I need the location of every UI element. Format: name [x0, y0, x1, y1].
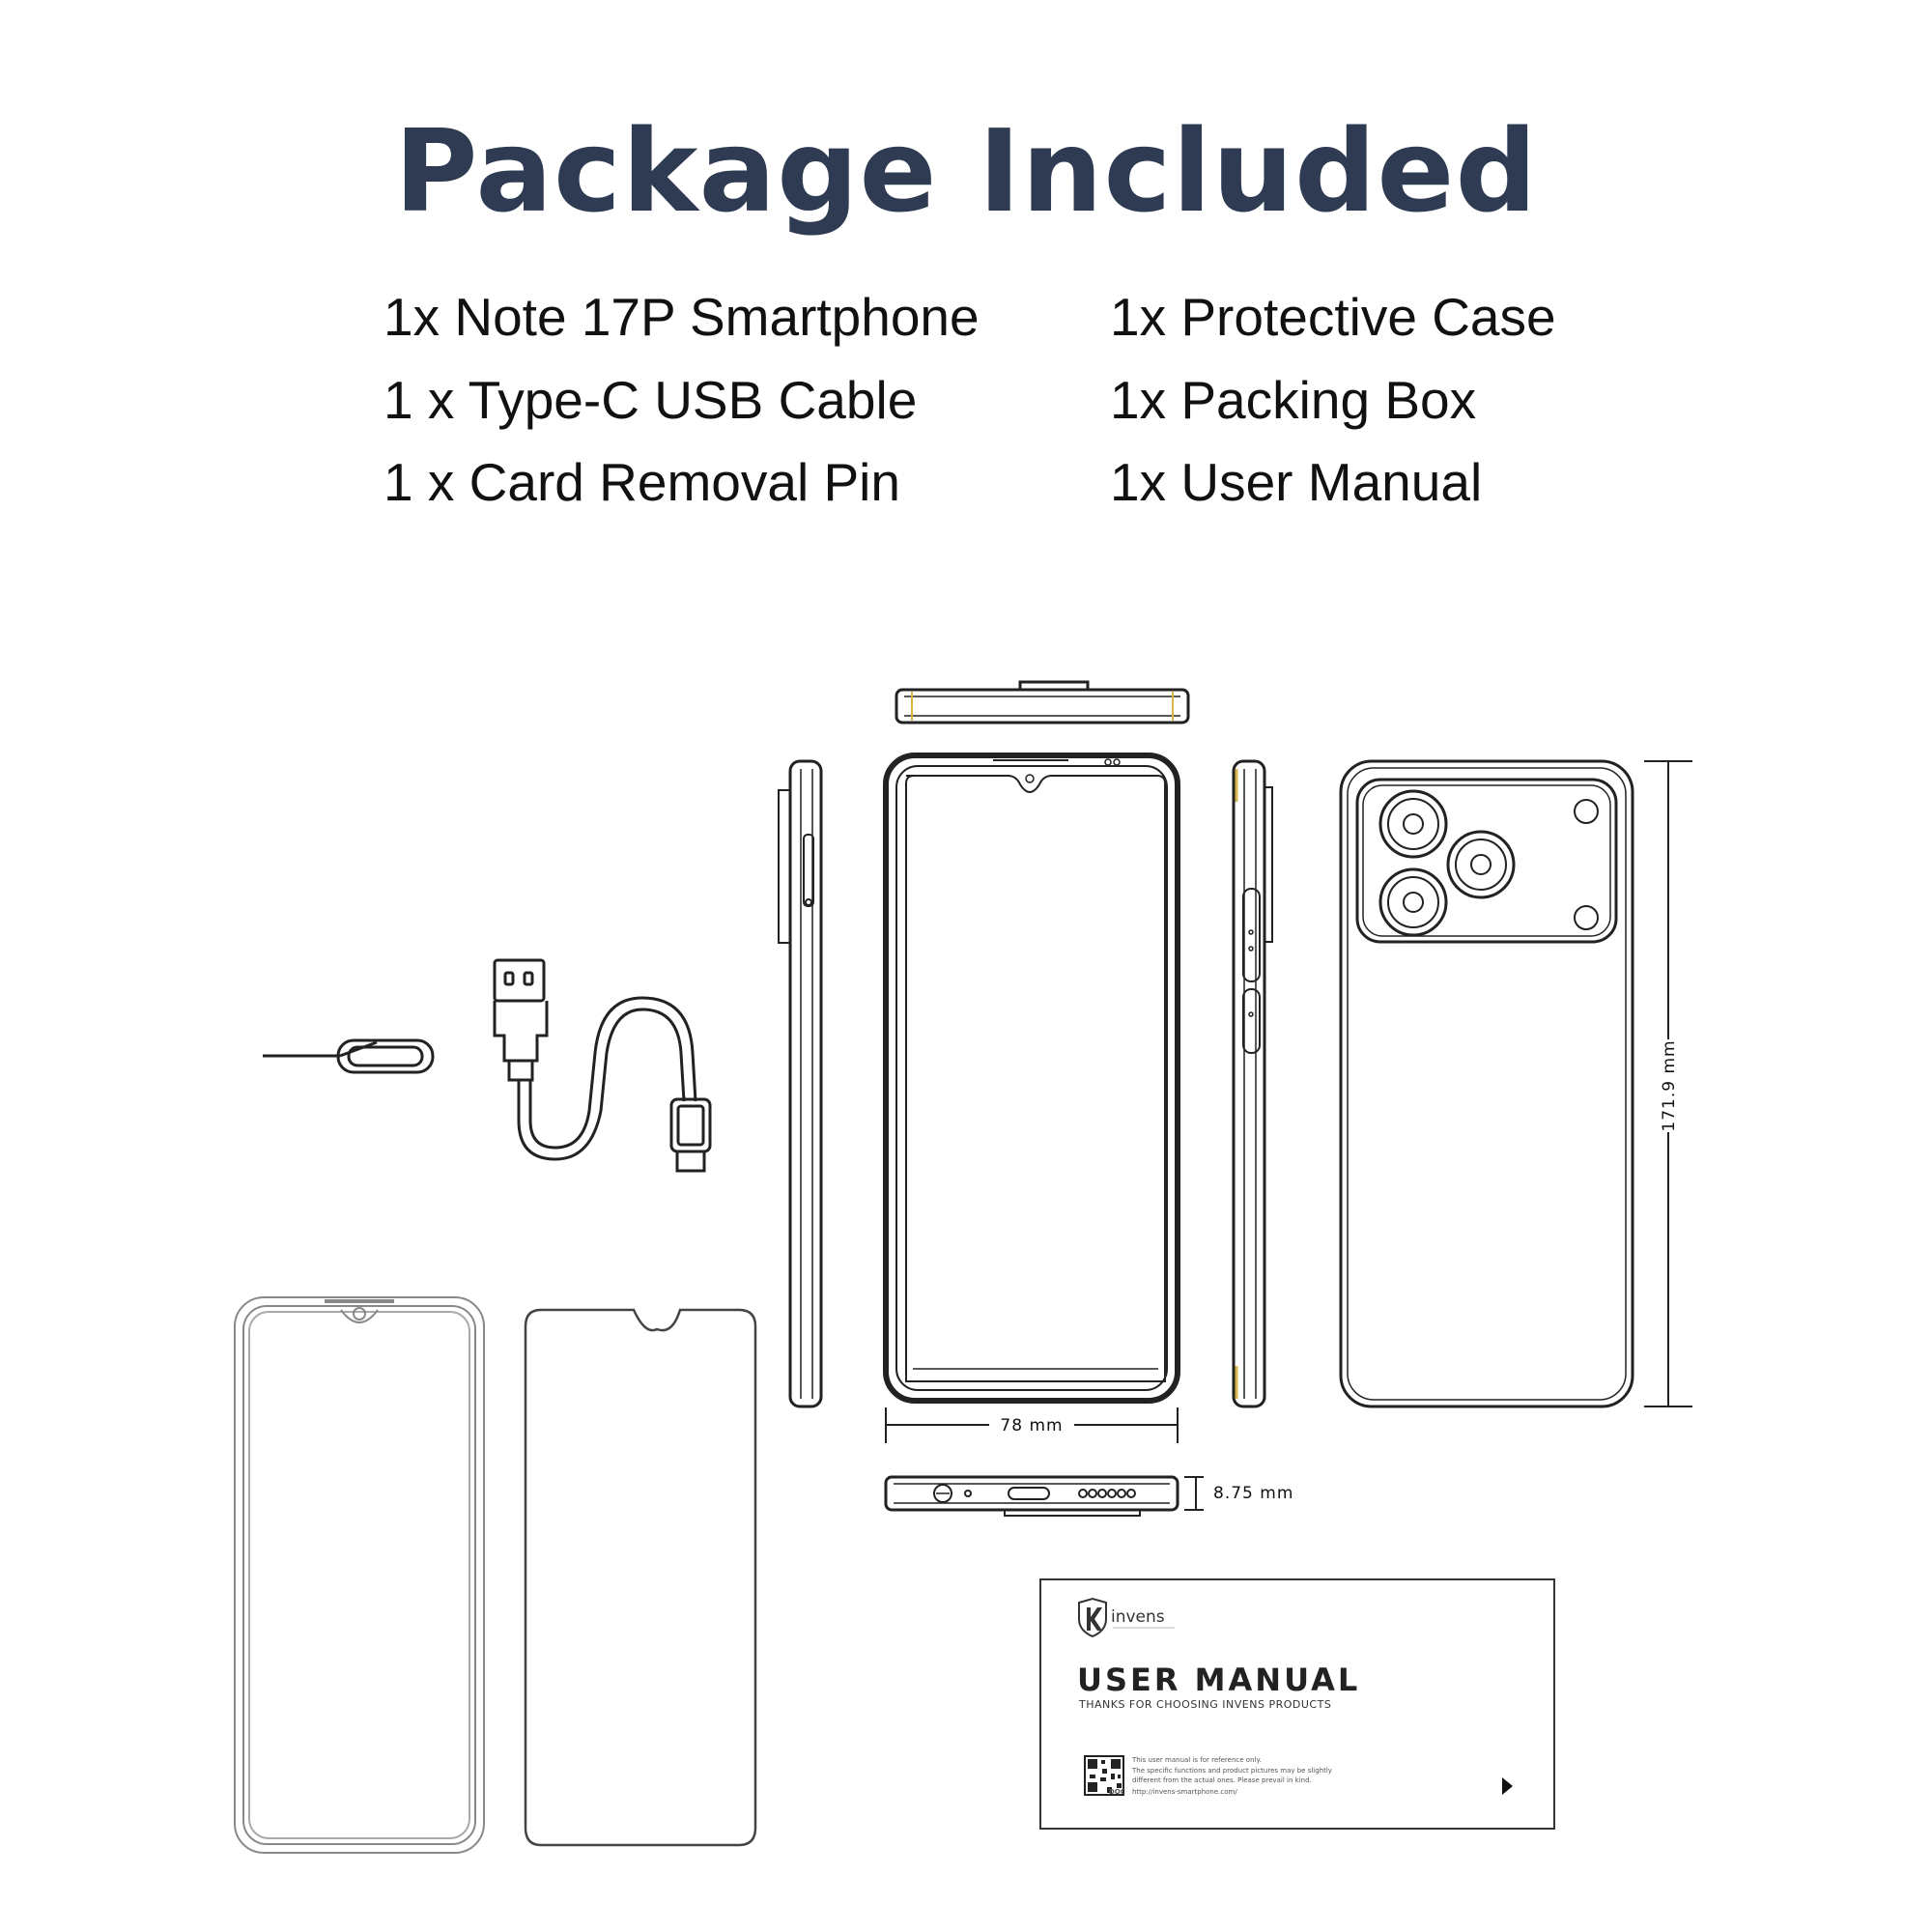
manual-note-line: The specific functions and product pictu… — [1131, 1767, 1332, 1775]
qr-label: DOC — [1109, 1788, 1125, 1796]
camera-lens-icon — [1378, 789, 1448, 859]
sim-pin-icon — [263, 1038, 435, 1074]
play-arrow-icon — [1502, 1777, 1513, 1795]
camera-lens-icon — [1378, 867, 1448, 937]
package-item: 1 x Card Removal Pin — [384, 452, 900, 512]
package-item: 1x Packing Box — [1110, 370, 1477, 430]
package-item: 1x Note 17P Smartphone — [384, 287, 980, 347]
manual-note-line: http://invens-smartphone.com/ — [1132, 1788, 1237, 1796]
phone-right-side — [1232, 759, 1273, 1408]
phone-front-view — [883, 753, 1180, 1404]
package-item: 1x User Manual — [1110, 452, 1483, 512]
phone-top-view — [895, 680, 1190, 724]
protective-case-icon — [234, 1296, 485, 1854]
manual-note-line: different from the actual ones. Please p… — [1132, 1776, 1312, 1784]
screen-protector-icon — [524, 1308, 757, 1847]
manual-title: USER MANUAL — [1077, 1662, 1360, 1698]
qr-code-icon — [1084, 1755, 1124, 1796]
width-dimension — [885, 1407, 1179, 1443]
invens-logo-icon — [1078, 1597, 1107, 1638]
height-dimension — [1644, 760, 1692, 1407]
page-title: Package Included — [394, 104, 1538, 238]
phone-left-side — [778, 759, 823, 1408]
manual-brand: invens — [1111, 1607, 1165, 1627]
phone-bottom-view — [884, 1475, 1179, 1517]
usb-cable-icon — [493, 958, 712, 1173]
thickness-dimension — [1184, 1476, 1204, 1511]
package-item: 1 x Type-C USB Cable — [384, 370, 918, 430]
manual-note-line: This user manual is for reference only. — [1131, 1756, 1262, 1764]
camera-lens-icon — [1446, 830, 1516, 899]
flash-icon — [1574, 799, 1599, 930]
phone-back-view — [1339, 759, 1634, 1408]
height-label: 171.9 mm — [1660, 1039, 1679, 1131]
package-item: 1x Protective Case — [1110, 287, 1556, 347]
thickness-label: 8.75 mm — [1213, 1484, 1293, 1503]
width-label: 78 mm — [1000, 1416, 1063, 1435]
user-manual-card: invens USER MANUAL THANKS FOR CHOOSING I… — [1039, 1578, 1555, 1830]
manual-subtitle: THANKS FOR CHOOSING INVENS PRODUCTS — [1078, 1698, 1331, 1711]
